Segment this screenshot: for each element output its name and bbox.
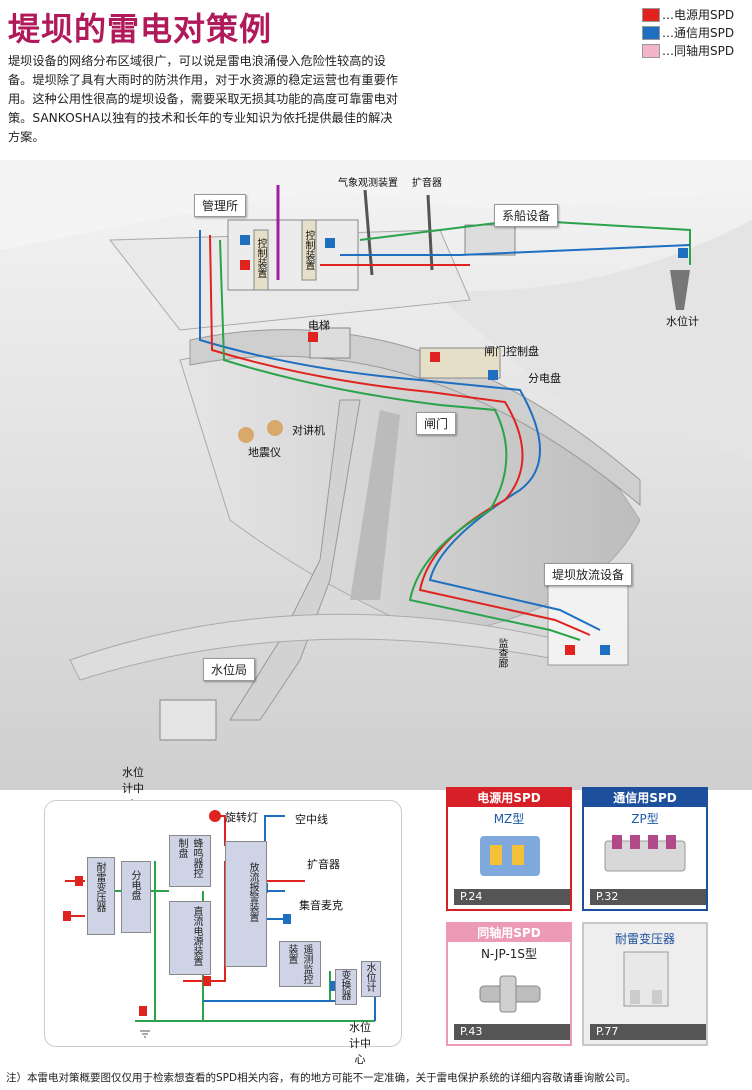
gauge-box: 水位计 [361, 961, 381, 997]
converter-box: 变换器 [335, 969, 357, 1005]
label-control-2: 控制装置 [303, 230, 314, 270]
page-title: 堤坝的雷电对策例 [8, 10, 273, 48]
label-intercom: 对讲机 [292, 424, 325, 437]
coax-swatch-icon [642, 44, 660, 58]
product-card-power[interactable]: 电源用SPD MZ型 P.24 [446, 787, 572, 911]
label-water-gauge: 水位计 [666, 315, 699, 328]
buzzer-box: 蜂鸣器控制盘 [169, 835, 211, 887]
diagram-center: 水位计中心 [349, 1021, 371, 1066]
label-gate-panel: 闸门控制盘 [484, 345, 539, 358]
footnote: 注）本雷电对策概要图仅仅用于检索想查看的SPD相关内容，有的地方可能不一定准确，… [6, 1072, 637, 1084]
label-gate: 闸门 [416, 412, 457, 435]
dam-scene-graphic [0, 160, 752, 790]
coax-spd-icon [479, 975, 541, 1013]
product-card-comm[interactable]: 通信用SPD ZP型 P.32 [582, 787, 708, 911]
mz-spd-icon [480, 836, 540, 876]
transformer-icon [623, 951, 669, 1007]
transformer-box: 耐雷变压器 [87, 857, 115, 935]
system-diagram: 耐雷变压器 分电盘 蜂鸣器控制盘 直流电源装置 放流报警装置 遥测监控装置 变换… [44, 800, 402, 1066]
dc-power-box: 直流电源装置 [169, 901, 211, 975]
label-mooring: 系船设备 [494, 204, 559, 227]
label-weather: 气象观测装置 [338, 178, 398, 189]
label-elevator: 电梯 [308, 319, 330, 332]
legend-coax: …同轴用SPD [642, 42, 734, 60]
label-management: 管理所 [194, 194, 247, 217]
label-speaker: 扩音器 [412, 178, 442, 189]
label-station: 水位局 [203, 658, 256, 681]
product-card-coax[interactable]: 同轴用SPD N-JP-1S型 P.43 [446, 922, 572, 1046]
label-distribution: 分电盘 [528, 372, 561, 385]
comm-swatch-icon [642, 26, 660, 40]
rotating-light-icon [209, 810, 221, 822]
diagram-overhead-line: 空中线 [295, 813, 328, 826]
power-swatch-icon [642, 8, 660, 22]
dam-illustration: 管理所 控制装置 控制装置 气象观测装置 扩音器 系船设备 水位计 电梯 闸门控… [0, 160, 752, 811]
monitor-ctrl-box: 遥测监控装置 [279, 941, 321, 987]
diagram-mic: 集音麦克 [299, 899, 343, 912]
label-seismo: 地震仪 [248, 446, 281, 459]
label-control-1: 控制装置 [255, 238, 266, 278]
intro-text: 堤坝设备的网络分布区域很广，可以说是雷电浪涌侵入危险性较高的设 备。堤坝除了具有… [8, 54, 398, 144]
legend-power: …电源用SPD [642, 6, 734, 24]
product-card-transformer[interactable]: 耐雷变压器 P.77 [582, 922, 708, 1046]
legend-comm: …通信用SPD [642, 24, 734, 42]
broadcast-box: 放流报警装置 [225, 841, 267, 967]
legend: …电源用SPD …通信用SPD …同轴用SPD [642, 6, 734, 60]
label-monitor: 监查廊 [496, 638, 507, 668]
diagram-speaker: 扩音器 [307, 858, 340, 871]
diagram-rotating-light: 旋转灯 [225, 811, 258, 824]
zp-spd-icon [604, 835, 686, 872]
panel-box: 分电盘 [121, 861, 151, 933]
label-discharge: 堤坝放流设备 [544, 563, 633, 586]
